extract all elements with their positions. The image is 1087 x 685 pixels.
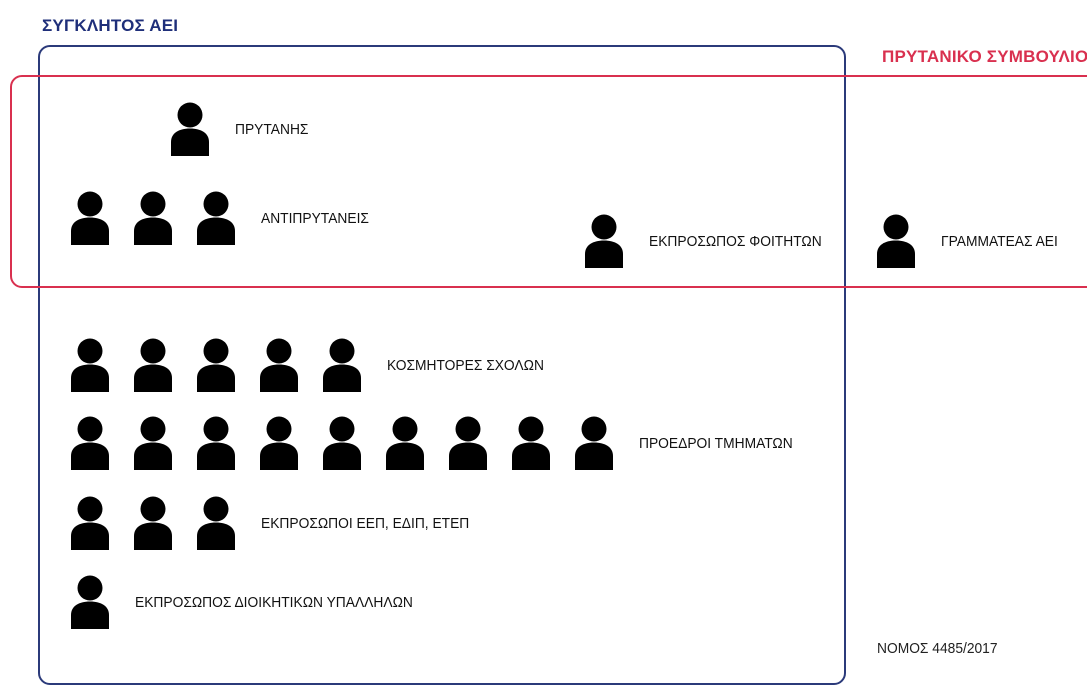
person-icon (584, 214, 624, 268)
person-icon (876, 214, 916, 268)
group-label-admin-rep: ΕΚΠΡΟΣΩΠΟΣ ΔΙΟΙΚΗΤΙΚΩΝ ΥΠΑΛΛΗΛΩΝ (135, 593, 413, 611)
council-title: ΠΡΥΤΑΝΙΚΟ ΣΥΜΒΟΥΛΙΟ (882, 47, 1087, 66)
person-icon (322, 338, 362, 392)
person-icon (133, 496, 173, 550)
person-icon (170, 102, 210, 156)
senate-title: ΣΥΓΚΛΗΤΟΣ ΑΕΙ (42, 16, 179, 35)
person-icon (196, 191, 236, 245)
group-label-deans: ΚΟΣΜΗΤΟΡΕΣ ΣΧΟΛΩΝ (387, 356, 544, 374)
diagram-canvas: ΣΥΓΚΛΗΤΟΣ ΑΕΙ ΠΡΥΤΑΝΙΚΟ ΣΥΜΒΟΥΛΙΟ ΠΡΥΤΑΝ… (10, 16, 1087, 685)
group-deans: ΚΟΣΜΗΤΟΡΕΣ ΣΧΟΛΩΝ (70, 338, 558, 392)
person-icon (70, 575, 110, 629)
person-icon (574, 416, 614, 470)
person-icon (448, 416, 488, 470)
person-icon (196, 416, 236, 470)
person-icon (196, 496, 236, 550)
person-icon (133, 191, 173, 245)
law-reference: ΝΟΜΟΣ 4485/2017 (877, 640, 998, 657)
group-secretary: ΓΡΑΜΜΑΤΕΑΣ ΑΕΙ (876, 214, 1068, 268)
person-icon (133, 416, 173, 470)
group-admin-rep: ΕΚΠΡΟΣΩΠΟΣ ΔΙΟΙΚΗΤΙΚΩΝ ΥΠΑΛΛΗΛΩΝ (70, 575, 437, 629)
person-icon (196, 338, 236, 392)
person-icon (322, 416, 362, 470)
group-vice-rectors: ΑΝΤΙΠΡΥΤΑΝΕΙΣ (70, 191, 378, 245)
person-icon (70, 338, 110, 392)
group-staff-reps: ΕΚΠΡΟΣΩΠΟΙ ΕΕΠ, ΕΔΙΠ, ΕΤΕΠ (70, 496, 487, 550)
group-dept-heads: ΠΡΟΕΔΡΟΙ ΤΜΗΜΑΤΩΝ (70, 416, 806, 470)
person-icon (511, 416, 551, 470)
group-label-staff-reps: ΕΚΠΡΟΣΩΠΟΙ ΕΕΠ, ΕΔΙΠ, ΕΤΕΠ (261, 514, 470, 532)
rectorate-council-frame (10, 75, 1087, 288)
person-icon (259, 416, 299, 470)
group-label-secretary: ΓΡΑΜΜΑΤΕΑΣ ΑΕΙ (941, 232, 1058, 250)
group-label-rector: ΠΡΥΤΑΝΗΣ (235, 120, 309, 138)
person-icon (133, 338, 173, 392)
group-label-vice-rectors: ΑΝΤΙΠΡΥΤΑΝΕΙΣ (261, 209, 369, 227)
person-icon (70, 416, 110, 470)
group-student-rep: ΕΚΠΡΟΣΩΠΟΣ ΦΟΙΤΗΤΩΝ (584, 214, 837, 268)
group-rector: ΠΡΥΤΑΝΗΣ (170, 102, 315, 156)
person-icon (385, 416, 425, 470)
person-icon (70, 191, 110, 245)
group-label-dept-heads: ΠΡΟΕΔΡΟΙ ΤΜΗΜΑΤΩΝ (639, 434, 793, 452)
person-icon (70, 496, 110, 550)
person-icon (259, 338, 299, 392)
group-label-student-rep: ΕΚΠΡΟΣΩΠΟΣ ΦΟΙΤΗΤΩΝ (649, 232, 822, 250)
